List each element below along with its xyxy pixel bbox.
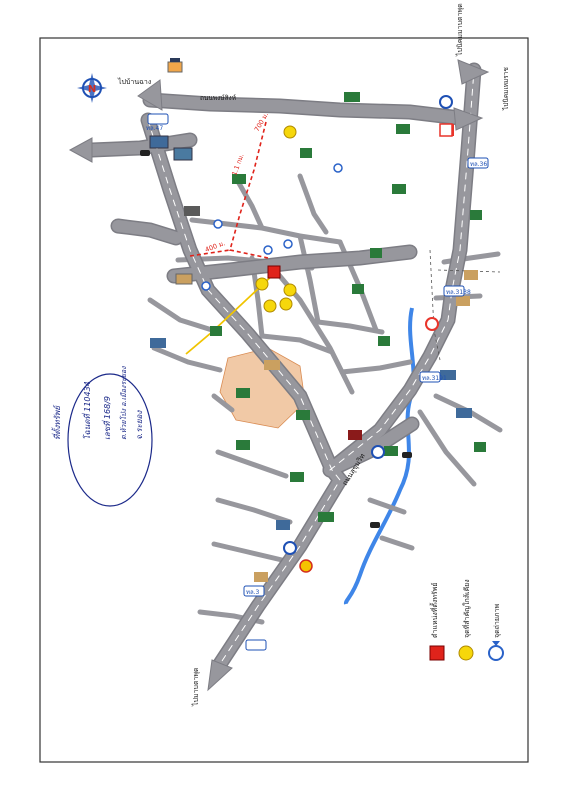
- building-icon: [392, 184, 406, 194]
- label-rt36: ทล.36: [470, 161, 487, 168]
- building-icon: [300, 148, 312, 158]
- ptt-icon: [283, 541, 297, 555]
- major-roads: [84, 62, 482, 672]
- note-line-2: โฉนดที่ 110434: [81, 381, 92, 440]
- building-icon: [318, 512, 334, 522]
- building-icon: [264, 360, 280, 370]
- building-icon: [236, 388, 250, 398]
- building-icon: [296, 410, 310, 420]
- property-marker: [267, 265, 281, 279]
- legend-landmark-symbol: [458, 645, 474, 661]
- label-rt3191: ทล.3191: [422, 375, 447, 382]
- building-icon: [384, 446, 398, 456]
- arrow-left: [68, 137, 93, 163]
- building-icon: [149, 135, 169, 149]
- legend: ตำแหน่งที่ตั้งทรัพย์ จุดที่สำคัญใกล้เคีย…: [428, 579, 504, 661]
- arrow-top-right: [457, 59, 490, 85]
- distance-3: 1.1 กม.: [230, 153, 245, 177]
- building-icon: [470, 210, 482, 220]
- landmark-points: [255, 125, 297, 313]
- bridge-markers: [140, 150, 412, 528]
- station-icons: [283, 95, 453, 573]
- distance-1: 700 ม.: [253, 111, 270, 133]
- building-icon: [440, 370, 456, 380]
- arrow-bottom: [207, 659, 233, 692]
- handwritten-note: ที่ตั้งทรัพย์ โฉนดที่ 110434 เลขที่ 168/…: [51, 366, 153, 507]
- arrow-top-left: [137, 79, 163, 111]
- note-line-1: ที่ตั้งทรัพย์: [51, 404, 62, 440]
- note-line-3: เลขที่ 168/9: [101, 396, 112, 440]
- building-icon: [378, 336, 390, 346]
- label-tl2: ทล.47: [146, 125, 163, 132]
- building-icon: [276, 520, 290, 530]
- legend-label-landmark: จุดที่สำคัญใกล้เคียง: [462, 579, 471, 638]
- building-icon: [370, 248, 382, 258]
- building-icon: [150, 338, 166, 348]
- route-to-property: [229, 121, 269, 259]
- label-rt3138: ทล.3138: [446, 289, 471, 296]
- esso-icon: [425, 317, 439, 331]
- route-shields: [147, 113, 489, 651]
- legend-photo-symbol: [488, 641, 504, 661]
- building-icon: [456, 296, 470, 306]
- ptt-icon-2: [371, 445, 385, 459]
- legend-label-property: ตำแหน่งที่ตั้งทรัพย์: [428, 583, 439, 638]
- compass-label: N: [88, 84, 96, 95]
- building-icon: [184, 206, 200, 216]
- building-icon: [173, 147, 193, 161]
- building-icon: [254, 572, 268, 582]
- building-icon: [210, 326, 222, 336]
- building-icon: [352, 284, 364, 294]
- building-icon: [290, 472, 304, 482]
- minor-roads: [147, 173, 503, 625]
- label-tl: ไปบ้านฉาง: [117, 77, 151, 86]
- label-rt3: ทล.3: [246, 589, 260, 596]
- seven-eleven-icon: [439, 123, 453, 137]
- building-icon: [344, 92, 360, 102]
- building-icon: [348, 430, 362, 440]
- arrow-top-mid: [453, 107, 484, 131]
- road-arrows: [68, 59, 490, 692]
- label-top-mid: ถนนพงษ์สิงห์: [200, 94, 236, 102]
- building-icon: [175, 273, 193, 285]
- distance-2: 400 ม.: [204, 239, 226, 254]
- building-icon: [167, 58, 183, 73]
- note-line-5: จ.ระยอง: [135, 410, 144, 440]
- building-icon: [396, 124, 410, 134]
- label-tr: ไปนิคมมาบตาพุด: [455, 3, 464, 57]
- ptt-icon-3: [439, 95, 453, 109]
- building-icon: [456, 408, 472, 418]
- building-icon: [236, 440, 250, 450]
- building-icon: [464, 270, 478, 280]
- legend-property-symbol: [429, 645, 445, 661]
- note-line-4: ต.ห้วยโป่ง อ.เมืองระยอง: [119, 366, 128, 440]
- label-bl: ไปมาบตาพุด: [191, 667, 200, 707]
- legend-label-photo: จุดถ่ายภาพ: [493, 604, 501, 638]
- photo-points: [201, 163, 343, 291]
- building-icon: [474, 442, 486, 452]
- label-right: ไปนิคมเหมราช: [502, 67, 510, 111]
- compass: N: [77, 73, 107, 103]
- shell-icon: [299, 559, 313, 573]
- building-icon: [232, 174, 246, 184]
- map-frame: [39, 37, 529, 763]
